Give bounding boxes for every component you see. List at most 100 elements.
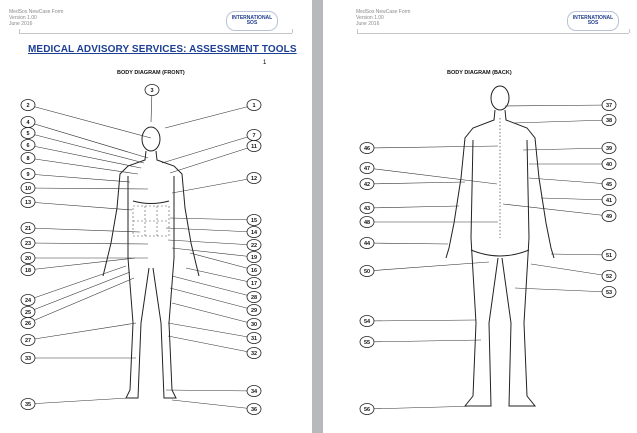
callout-circle-5 <box>20 127 36 139</box>
callout-label-34: 34 <box>251 389 258 395</box>
leader-line-5 <box>27 132 145 164</box>
leader-line-55 <box>366 339 482 343</box>
leader-line-36 <box>171 399 255 410</box>
callout-circle-26 <box>20 317 36 329</box>
callout-circle-52 <box>601 270 617 282</box>
callout-circle-18 <box>20 264 36 276</box>
callout-circle-45 <box>601 178 617 190</box>
callout-label-6: 6 <box>26 143 29 149</box>
leader-line-45 <box>528 177 610 185</box>
callout-label-46: 46 <box>364 146 370 152</box>
callout-circle-53 <box>601 286 617 298</box>
header-form-name: MedSos NewCase Form <box>356 9 411 15</box>
header-tick-left <box>357 29 358 33</box>
callout-label-29: 29 <box>251 308 257 314</box>
callout-label-51: 51 <box>606 253 612 259</box>
logo-line1: INTERNATIONAL <box>572 15 614 21</box>
leader-line-47 <box>366 167 498 185</box>
header-rule <box>19 33 292 34</box>
callout-circle-11 <box>246 140 262 152</box>
callout-label-25: 25 <box>25 310 31 316</box>
callout-label-11: 11 <box>251 144 257 150</box>
header-date: June 2016 <box>9 21 33 27</box>
callout-label-26: 26 <box>25 321 31 327</box>
leader-line-4 <box>27 121 149 159</box>
callout-label-52: 52 <box>606 274 612 280</box>
leader-line-32 <box>167 335 255 354</box>
leader-line-24 <box>27 265 127 301</box>
callout-circle-23 <box>20 237 36 249</box>
header-form-name: MedSos NewCase Form <box>9 9 64 15</box>
leader-line-10 <box>27 187 149 190</box>
callout-circle-36 <box>246 403 262 415</box>
leader-line-54 <box>366 319 477 322</box>
leader-line-12 <box>171 177 255 194</box>
callout-label-43: 43 <box>364 206 370 212</box>
document-page-front: MedSos NewCase Form Version 1.00 June 20… <box>0 0 312 433</box>
logo-line2: SOS <box>246 20 258 26</box>
leader-line-35 <box>27 397 129 405</box>
callout-circle-47 <box>359 162 375 174</box>
callout-label-15: 15 <box>251 218 257 224</box>
leader-line-18 <box>27 257 136 271</box>
body-diagram-front: 1234567891011121314151617181920212223242… <box>20 84 262 415</box>
header-tick-right <box>292 29 293 33</box>
callout-circle-44 <box>359 237 375 249</box>
callout-label-31: 31 <box>251 336 257 342</box>
callout-label-18: 18 <box>25 268 31 274</box>
callout-circle-3 <box>144 84 160 96</box>
callout-circle-1 <box>246 99 262 111</box>
callout-circle-34 <box>246 385 262 397</box>
leader-line-8 <box>27 157 139 175</box>
document-page-back: MedSos NewCase Form Version 1.00 June 20… <box>323 0 637 433</box>
diagram-title-back: BODY DIAGRAM (BACK) <box>447 70 512 76</box>
callout-circle-27 <box>20 334 36 346</box>
header-rule <box>357 33 629 34</box>
callout-label-7: 7 <box>252 133 255 139</box>
callout-circle-9 <box>20 168 36 180</box>
page-header-info: MedSos NewCase Form Version 1.00 June 20… <box>9 9 63 27</box>
logo-line1: INTERNATIONAL <box>231 15 273 21</box>
callout-circle-2 <box>20 99 36 111</box>
header-version: Version 1.00 <box>9 15 37 21</box>
callout-circle-33 <box>20 352 36 364</box>
callout-circle-17 <box>246 277 262 289</box>
leader-line-13 <box>27 201 133 211</box>
callout-circle-48 <box>359 216 375 228</box>
callout-circle-16 <box>246 264 262 276</box>
leader-line-34 <box>165 389 255 392</box>
leader-line-41 <box>540 197 610 201</box>
header-tick-left <box>19 29 20 33</box>
callout-circle-40 <box>601 158 617 170</box>
callout-circle-14 <box>246 226 262 238</box>
callout-circle-12 <box>246 172 262 184</box>
callout-label-23: 23 <box>25 241 31 247</box>
leader-line-38 <box>512 119 610 124</box>
leader-line-22 <box>167 239 255 246</box>
leader-line-25 <box>27 271 131 313</box>
page-gap <box>312 0 323 433</box>
callout-label-38: 38 <box>606 118 612 124</box>
callout-circle-10 <box>20 182 36 194</box>
callout-label-4: 4 <box>26 120 30 126</box>
callout-circle-28 <box>246 291 262 303</box>
callout-label-24: 24 <box>25 298 32 304</box>
leader-line-28 <box>171 275 255 298</box>
callout-label-35: 35 <box>25 402 31 408</box>
leader-line-14 <box>165 227 255 233</box>
page-number: 1 <box>263 60 267 66</box>
callout-label-32: 32 <box>251 351 257 357</box>
callout-label-9: 9 <box>26 172 29 178</box>
leader-line-6 <box>27 144 142 169</box>
callout-circle-38 <box>601 114 617 126</box>
callout-circle-43 <box>359 202 375 214</box>
leader-line-44 <box>366 242 449 245</box>
callout-circle-22 <box>246 239 262 251</box>
section-title: MEDICAL ADVISORY SERVICES: ASSESSMENT TO… <box>28 44 297 55</box>
back-body-outline <box>445 85 555 407</box>
leader-line-39 <box>522 147 610 151</box>
callout-label-53: 53 <box>606 290 612 296</box>
callout-circle-50 <box>359 265 375 277</box>
callout-label-36: 36 <box>251 407 257 413</box>
